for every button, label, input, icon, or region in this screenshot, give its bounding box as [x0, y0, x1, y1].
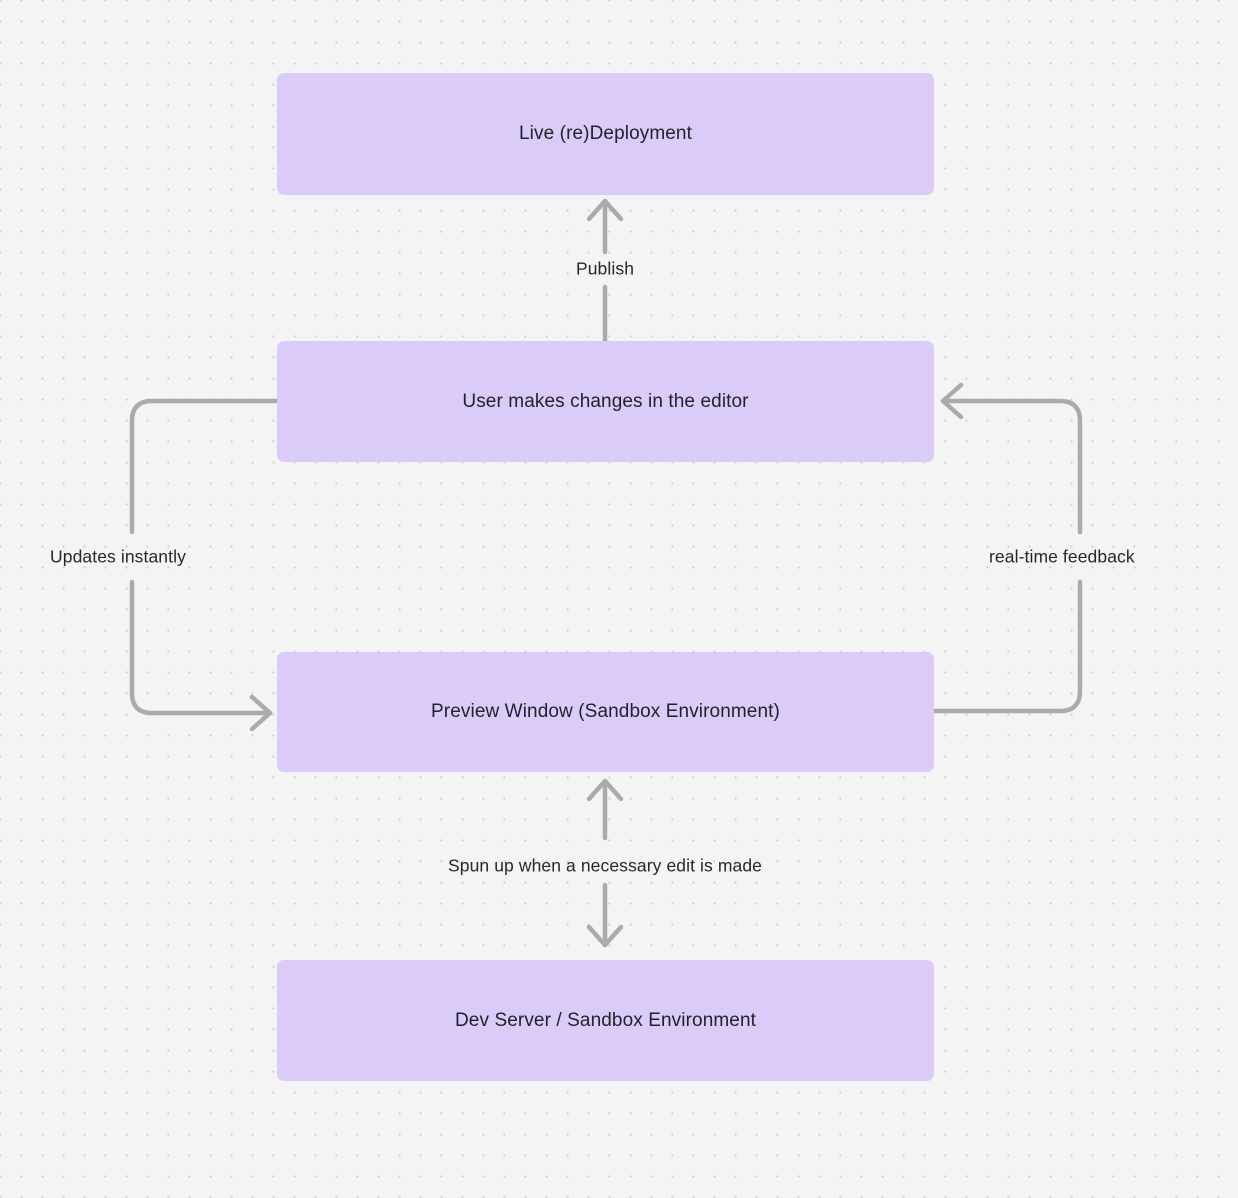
edge-label-real-time-feedback[interactable]: real-time feedback: [989, 546, 1135, 567]
edge-label-updates-instantly[interactable]: Updates instantly: [50, 546, 186, 567]
node-live-deployment[interactable]: Live (re)Deployment: [277, 73, 934, 195]
node-label-live-deployment: Live (re)Deployment: [519, 123, 692, 145]
node-user-edits[interactable]: User makes changes in the editor: [277, 341, 934, 462]
edge-label-publish[interactable]: Publish: [575, 258, 635, 279]
edge-label-spun-up[interactable]: Spun up when a necessary edit is made: [447, 855, 763, 876]
node-label-preview-window: Preview Window (Sandbox Environment): [431, 701, 780, 723]
node-dev-server[interactable]: Dev Server / Sandbox Environment: [277, 960, 934, 1081]
node-preview-window[interactable]: Preview Window (Sandbox Environment): [277, 652, 934, 772]
node-label-dev-server: Dev Server / Sandbox Environment: [454, 1009, 756, 1031]
node-label-user-edits: User makes changes in the editor: [462, 390, 749, 412]
